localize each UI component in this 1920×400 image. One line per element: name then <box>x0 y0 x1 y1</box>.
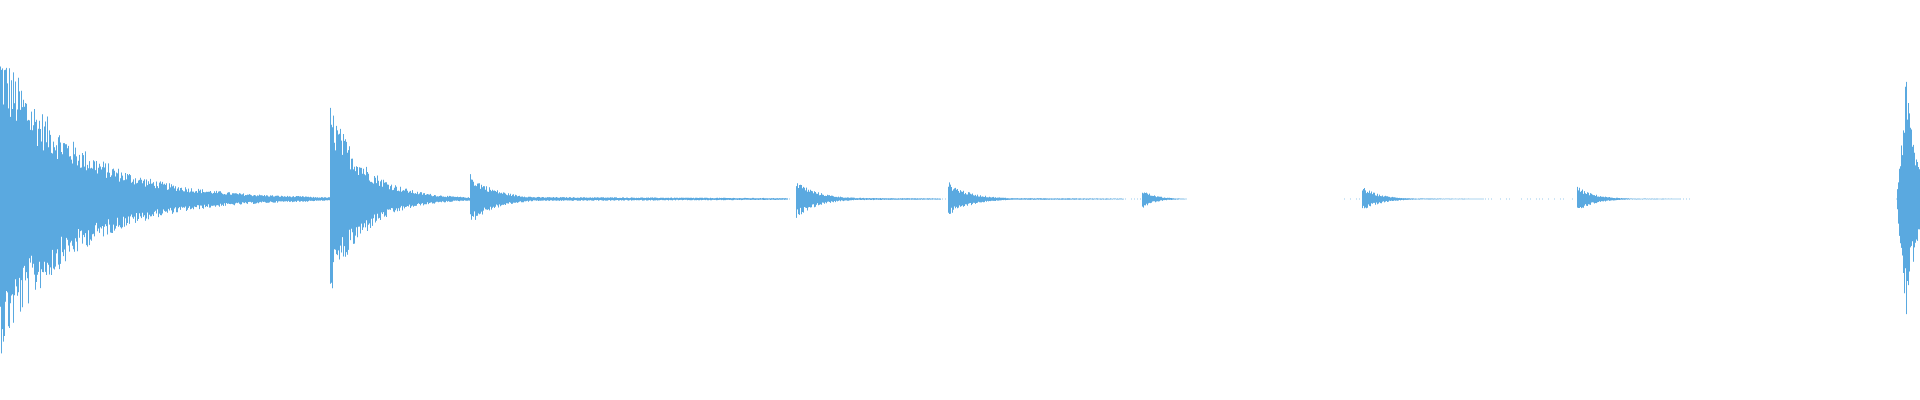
waveform-samples <box>0 66 1920 354</box>
waveform-path <box>0 66 1920 354</box>
